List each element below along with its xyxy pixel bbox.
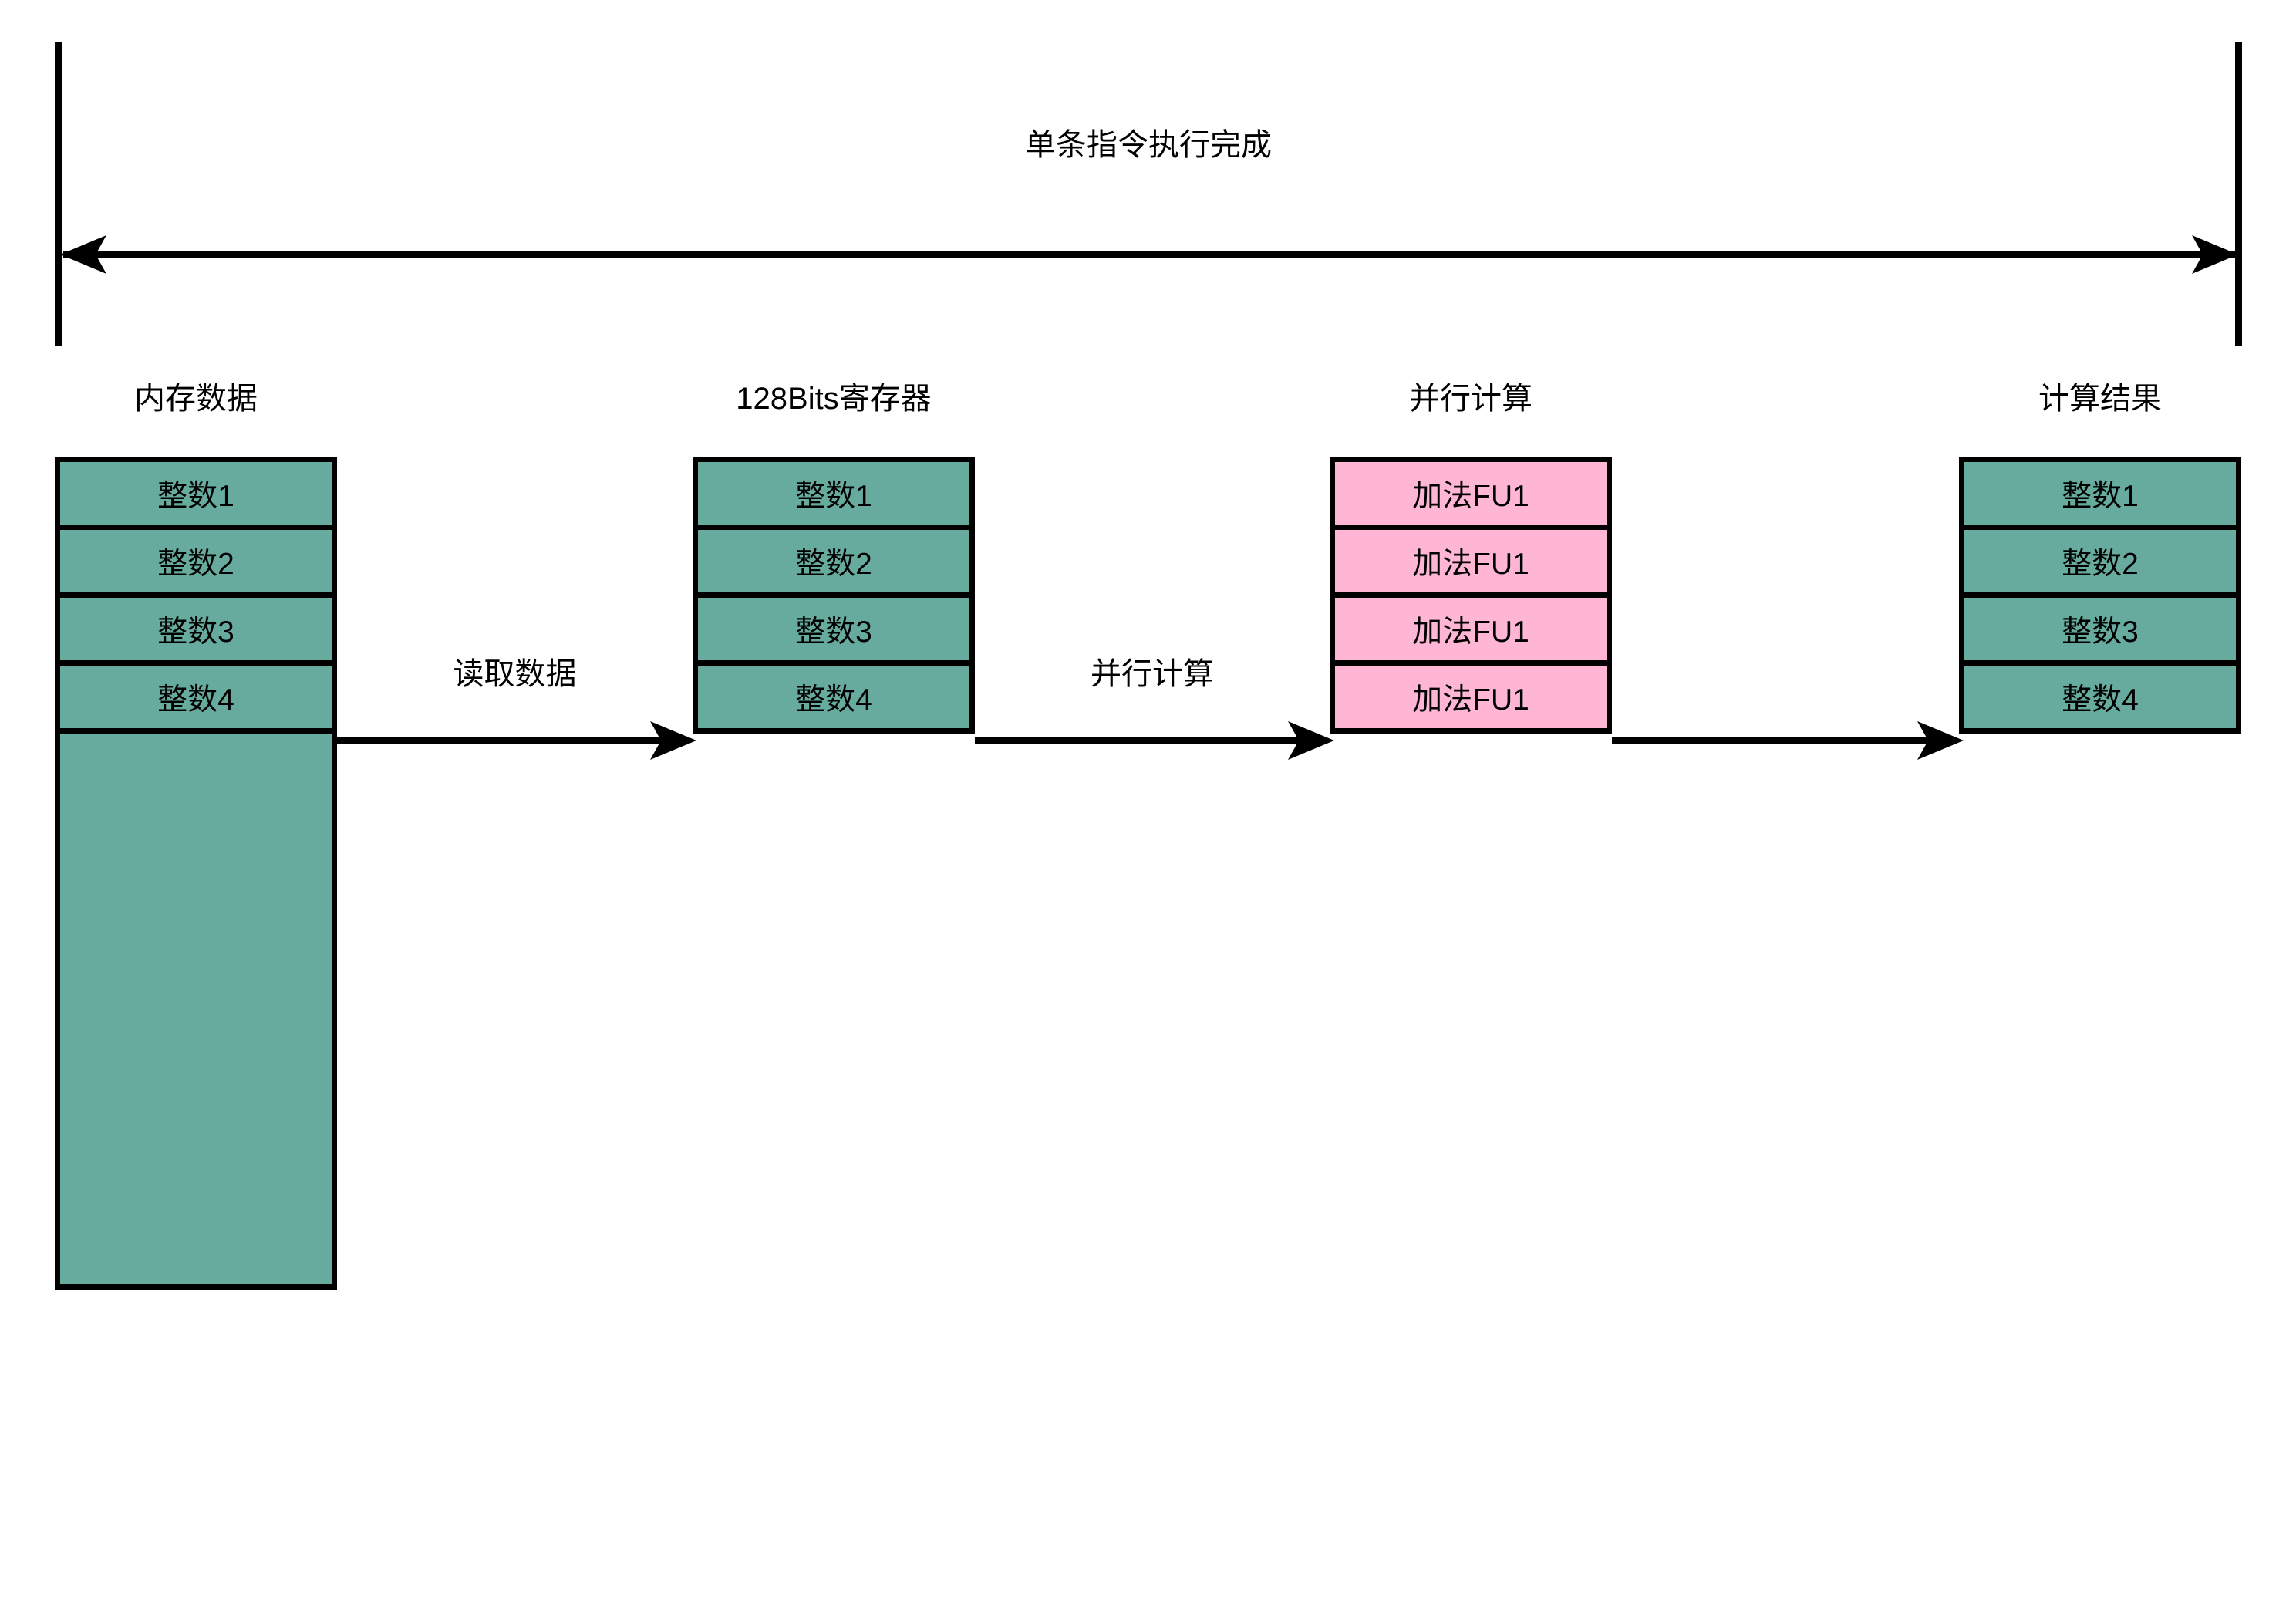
cell-result-4[interactable]: 整数4	[1959, 660, 2241, 734]
cell-fu-2[interactable]: 加法FU1	[1330, 525, 1612, 598]
timeline-start-bar	[55, 42, 62, 346]
column-memory-data: 整数1 整数2 整数3 整数4	[55, 457, 337, 1290]
column-title-compute-result: 计算结果	[2038, 382, 2162, 416]
timeline-end-bar	[2235, 42, 2242, 346]
cell-memory-3[interactable]: 整数3	[55, 592, 337, 666]
cell-memory-remainder[interactable]	[55, 728, 337, 1290]
cell-result-3[interactable]: 整数3	[1959, 592, 2241, 666]
timeline-title: 单条指令执行完成	[1025, 128, 1272, 162]
flow-label-read-data: 读取数据	[453, 657, 577, 691]
flow-label-parallel-compute: 并行计算	[1091, 657, 1214, 691]
cell-fu-4[interactable]: 加法FU1	[1330, 660, 1612, 734]
column-register-128bits: 整数1 整数2 整数3 整数4	[693, 457, 975, 734]
cell-register-1[interactable]: 整数1	[693, 457, 975, 530]
cell-memory-1[interactable]: 整数1	[55, 457, 337, 530]
column-parallel-compute: 加法FU1 加法FU1 加法FU1 加法FU1	[1330, 457, 1612, 734]
cell-memory-4[interactable]: 整数4	[55, 660, 337, 734]
column-compute-result: 整数1 整数2 整数3 整数4	[1959, 457, 2241, 734]
cell-register-3[interactable]: 整数3	[693, 592, 975, 666]
column-title-memory-data: 内存数据	[134, 382, 258, 416]
cell-result-2[interactable]: 整数2	[1959, 525, 2241, 598]
cell-fu-1[interactable]: 加法FU1	[1330, 457, 1612, 530]
flow-arrow-parallel-compute	[975, 721, 1334, 760]
column-title-parallel-compute: 并行计算	[1409, 382, 1532, 416]
cell-register-2[interactable]: 整数2	[693, 525, 975, 598]
flow-arrow-result	[1612, 721, 1964, 760]
cell-result-1[interactable]: 整数1	[1959, 457, 2241, 530]
timeline-double-arrow	[60, 235, 2238, 274]
cell-memory-2[interactable]: 整数2	[55, 525, 337, 598]
column-title-register-128bits: 128Bits寄存器	[736, 382, 932, 416]
cell-register-4[interactable]: 整数4	[693, 660, 975, 734]
flow-arrow-read-data	[337, 721, 696, 760]
cell-fu-3[interactable]: 加法FU1	[1330, 592, 1612, 666]
